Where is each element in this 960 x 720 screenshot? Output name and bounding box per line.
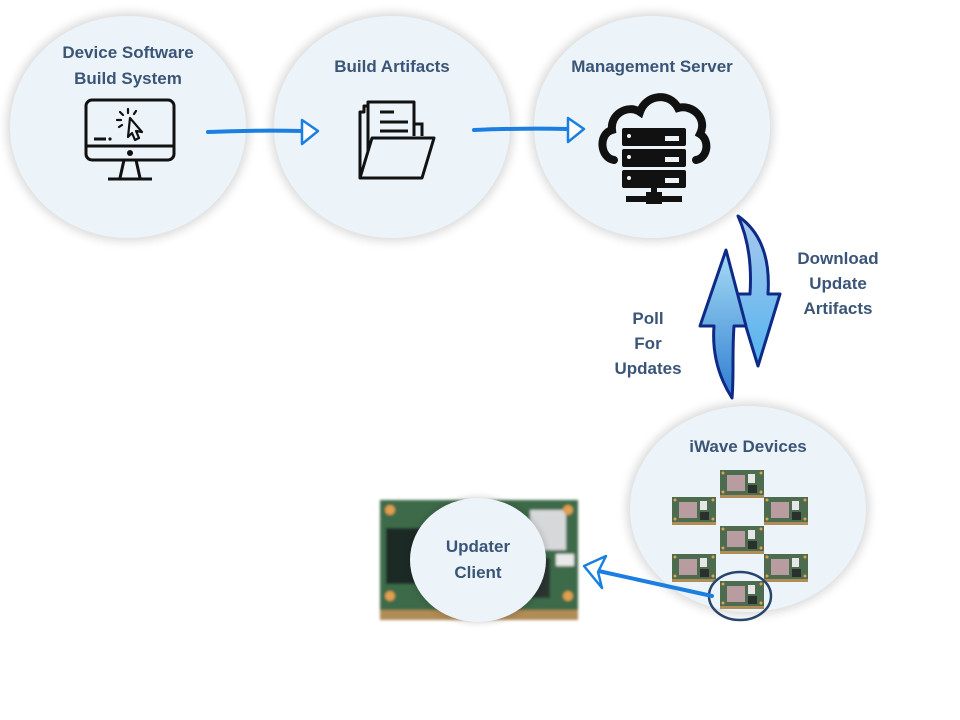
device-chip (720, 581, 764, 609)
updater-client-title: Updater Client (410, 534, 546, 586)
cloud-server-icon (598, 93, 711, 204)
arrow-devices-to-client (582, 554, 714, 598)
poll-for-updates-label: Poll For Updates (604, 306, 692, 381)
poll-label-line1: Poll (632, 309, 664, 328)
updater-client-title-line1: Updater (445, 537, 511, 556)
poll-label-line2: For (634, 334, 662, 353)
updater-client-title-line2: Client (454, 563, 502, 582)
device-chip (764, 554, 808, 582)
selected-device-highlight (707, 570, 773, 622)
iwave-devices-title: iWave Devices (689, 437, 807, 456)
arrow-artifacts-to-server (472, 116, 586, 144)
poll-label-line3: Updates (614, 359, 682, 378)
folder-documents-icon (358, 100, 436, 180)
build-artifacts-title: Build Artifacts (334, 57, 450, 76)
monitor-cursor-icon (84, 98, 176, 181)
device-chip (672, 554, 716, 582)
download-label-line2: Update (809, 274, 867, 293)
device-chip (720, 470, 764, 498)
download-label-line1: Download (797, 249, 879, 268)
management-server-title: Management Server (571, 57, 733, 76)
download-label-line3: Artifacts (803, 299, 873, 318)
device-chip (672, 497, 716, 525)
device-chip (720, 526, 764, 554)
updater-client-node: Updater Client (410, 498, 546, 622)
build-system-title-line1: Device Software (62, 43, 194, 62)
build-artifacts-node: Build Artifacts (274, 16, 510, 238)
iwave-devices-node: iWave Devices (630, 406, 866, 612)
device-chip (764, 497, 808, 525)
build-system-node: Device Software Build System (10, 16, 246, 238)
arrow-build-to-artifacts (206, 118, 320, 146)
build-system-title: Device Software Build System (10, 40, 246, 92)
poll-arrow (698, 248, 748, 400)
build-system-title-line2: Build System (74, 69, 182, 88)
download-arrow (734, 214, 782, 368)
download-update-artifacts-label: Download Update Artifacts (788, 246, 888, 321)
